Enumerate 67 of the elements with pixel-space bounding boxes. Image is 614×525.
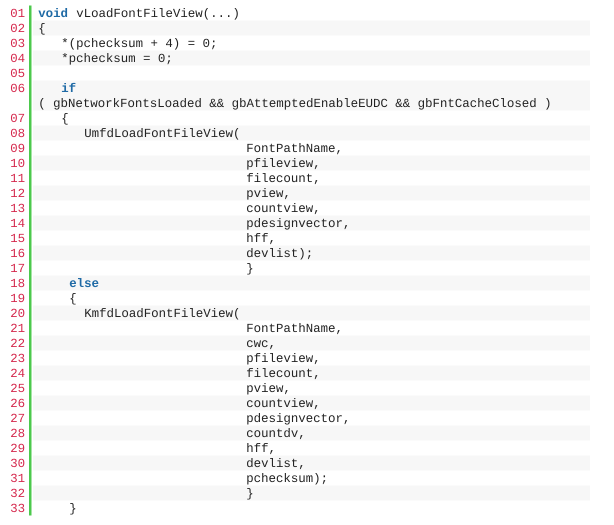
line-number: 21 [11,324,24,332]
line-number: 27 [11,414,24,422]
code-line: pfileview, [247,353,318,365]
code-line: vLoadFontFileView(...) [76,8,238,20]
line-number: 05 [10,68,24,78]
line-number: 07 [10,114,24,122]
line-number: 09 [10,144,24,152]
code-line: hff, [247,233,273,244]
code-line: devlist, [247,458,302,470]
code-line: FontPathName, [247,143,340,154]
code-line: filecount, [247,173,318,184]
code-line: { [70,293,76,305]
code-line: KmfdLoadFontFileView( [85,308,238,320]
line-number: 22 [11,338,24,347]
code-line: FontPathName, [247,323,340,334]
code-line: { [40,23,45,35]
line-number: 10 [11,158,24,168]
line-number: 28 [11,428,24,438]
line-number: 02 [10,24,24,32]
code-line: hff, [247,443,273,454]
line-number: 32 [10,488,24,498]
code-line: { [62,113,68,125]
code-line: devlist); [247,248,310,260]
line-number: 14 [11,218,24,227]
code-line: } [70,503,76,515]
code-line: pdesignvector, [247,413,348,425]
code-line: countview, [246,203,318,214]
code-line: ( gbNetworkFontsLoaded && gbAttemptedEnableEUDC && gbFntCacheClosed ) [40,98,550,110]
line-number: 06 [10,84,24,92]
line-number: 26 [11,398,24,408]
code-line: UmfdLoadFontFileView( [85,128,238,140]
line-number: 03 [10,38,24,48]
line-number: 04 [10,54,24,62]
code-line: } [247,488,252,500]
code-line: pview, [247,188,288,200]
keyword: void [38,8,68,18]
line-number: 01 [10,8,24,18]
line-number: 19 [11,294,24,302]
code-line: filecount, [247,368,318,380]
line-number: 16 [11,248,24,258]
line-number: 08 [10,128,24,138]
line-number: 13 [11,204,24,212]
keyword: else [70,278,98,288]
line-number: 18 [11,278,24,288]
code-line: *pchecksum = 0; [62,53,170,65]
code-line: countview, [246,398,318,410]
line-number: 17 [11,264,24,272]
code-line: pview, [247,383,288,395]
line-number: 12 [11,188,24,197]
line-number: 33 [10,504,24,512]
line-number: 31 [10,474,24,482]
line-number: 20 [11,308,24,318]
line-number: 11 [11,174,24,182]
keyword: if [62,82,76,92]
line-number: 23 [11,354,24,362]
code-line: pfileview, [247,158,318,170]
line-number: 24 [11,368,24,377]
code-line: pdesignvector, [247,218,348,230]
line-number: 15 [11,234,24,242]
line-number: 30 [10,458,24,468]
line-number: 25 [11,384,24,392]
code-line: *(pchecksum + 4) = 0; [62,38,215,50]
line-number: 29 [11,444,24,452]
code-line: cwc, [246,340,273,350]
code-line: countdv, [246,428,302,440]
code-line: } [247,263,252,275]
code-line: pchecksum); [247,473,326,485]
